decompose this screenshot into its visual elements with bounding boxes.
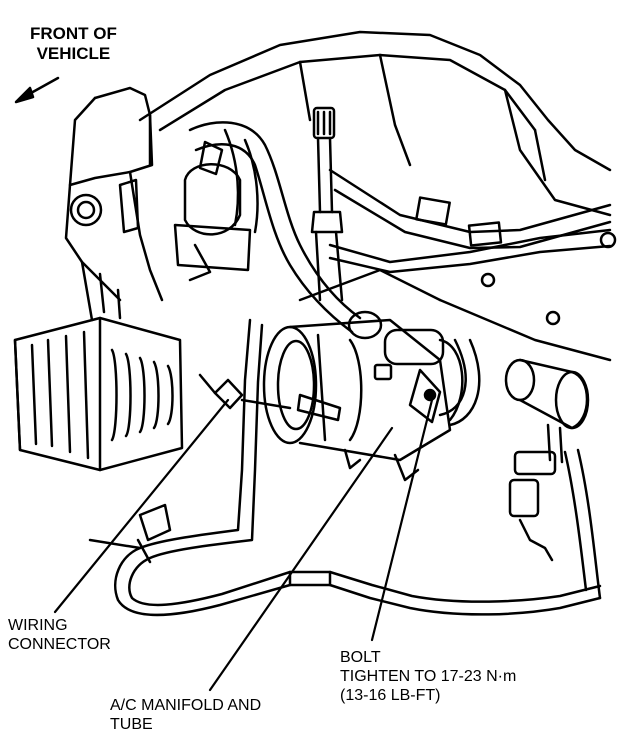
leader-bolt xyxy=(370,398,434,642)
wiring-connector-line-1: WIRING xyxy=(8,617,68,634)
receiver-drier xyxy=(504,358,590,562)
bolt-line-2: TIGHTEN TO 17-23 N·m xyxy=(340,668,517,685)
wiring-connector-line-2: CONNECTOR xyxy=(8,636,111,653)
upper-hoses xyxy=(328,168,612,274)
wiring-connector-label: WIRING CONNECTOR xyxy=(8,616,111,654)
front-of-vehicle-line-2: VEHICLE xyxy=(36,44,111,63)
ac-manifold-line-2: TUBE xyxy=(110,716,153,733)
leader-wiring-connector xyxy=(53,398,230,614)
engine-block xyxy=(138,30,617,362)
ac-manifold-label: A/C MANIFOLD AND TUBE xyxy=(110,696,261,734)
bolt-line-1: BOLT xyxy=(340,649,381,666)
front-arrow xyxy=(14,76,60,104)
front-of-vehicle-line-1: FRONT OF xyxy=(30,24,117,43)
leader-ac-manifold xyxy=(208,426,394,692)
ac-suction-hose xyxy=(188,121,383,340)
dipstick xyxy=(310,106,344,302)
firewall-fitting xyxy=(173,140,252,282)
bolt-line-3: (13-16 LB-FT) xyxy=(340,687,441,704)
bolt-label: BOLT TIGHTEN TO 17-23 N·m (13-16 LB-FT) xyxy=(340,648,516,705)
front-of-vehicle-label: FRONT OF VEHICLE xyxy=(30,24,117,64)
fender-panel xyxy=(64,86,164,322)
ac-manifold-tube xyxy=(88,318,602,617)
ac-compressor xyxy=(262,318,464,482)
radiator-box xyxy=(13,316,184,472)
leader-lines xyxy=(53,398,434,692)
ac-manifold-line-1: A/C MANIFOLD AND xyxy=(110,697,262,714)
